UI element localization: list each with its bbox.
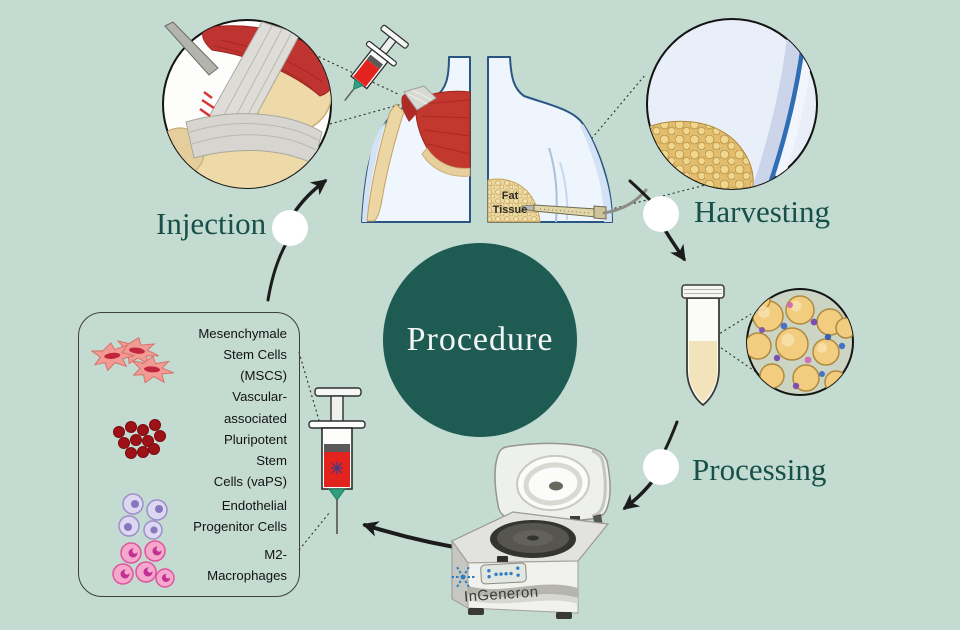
centrifuge-control-panel[interactable]: [480, 562, 527, 585]
step-label-processing: Processing: [692, 452, 827, 487]
list-item: Mesenchymale Stem Cells (MSCS): [91, 323, 287, 386]
injection-syringe: [344, 24, 409, 102]
endothelial-progenitor-cells-icon: [118, 493, 168, 540]
list-item: Endothelial Progenitor Cells: [91, 492, 287, 540]
regenerative-cells-dots: [759, 302, 846, 390]
cell-label: Mesenchymale Stem Cells (MSCS): [198, 326, 287, 384]
mesenchymal-stem-cells-icon: [91, 336, 175, 383]
centrifuge-bowl: [490, 520, 576, 558]
ingeneron-logo-icon: [451, 566, 475, 588]
adipose-cells-inset: [746, 288, 854, 396]
cell-syringe: [308, 387, 366, 534]
step-label-harvesting: Harvesting: [694, 194, 831, 229]
needle-icon: [164, 21, 219, 76]
step-label-injection: Injection: [156, 206, 267, 241]
centrifuge-machine: [451, 442, 611, 619]
centrifuge-tube: [681, 284, 725, 407]
fat-tissue-region: [487, 178, 541, 223]
list-item: M2-Macrophages: [91, 540, 287, 590]
m2-macrophages-icon: [112, 540, 175, 588]
cell-types-box: Mesenchymale Stem Cells (MSCS) Vascular-…: [78, 312, 300, 597]
tendon: [403, 85, 437, 111]
torso-anatomy-figure: [361, 56, 471, 223]
cell-label: Endothelial Progenitor Cells: [193, 497, 287, 534]
cell-label: M2-Macrophages: [207, 546, 287, 583]
shoulder-joint-inset: [162, 19, 332, 189]
humerus-bone: [366, 103, 405, 222]
tendon-tear: [199, 91, 215, 118]
cell-label: Vascular-associated Pluripotent Stem Cel…: [213, 389, 287, 489]
procedure-center-circle: [383, 243, 577, 437]
vaps-cells-icon: [113, 419, 166, 460]
step-nodes: [272, 196, 679, 485]
procedure-title: Procedure: [406, 321, 554, 358]
torso-fat-figure: [487, 56, 648, 223]
fat-tissue-label: Fat Tissue: [492, 190, 528, 216]
list-item: Vascular-associated Pluripotent Stem Cel…: [91, 386, 287, 492]
fat-tissue-inset: [646, 18, 818, 190]
